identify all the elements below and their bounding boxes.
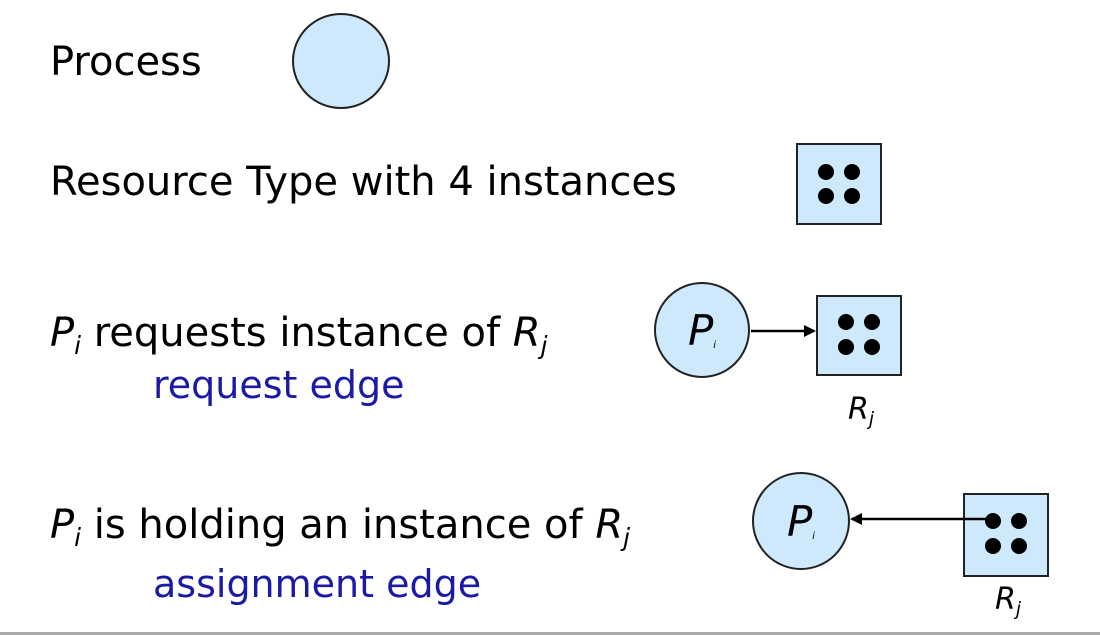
resource-var: R — [595, 502, 624, 548]
instance-dot — [985, 513, 1001, 529]
request-edge-caption: request edge — [153, 363, 405, 407]
instance-dot — [864, 314, 880, 330]
process-subscript: i — [74, 330, 82, 360]
request-edge-label: Pi requests instance of Rj — [50, 310, 547, 358]
process-circle-icon — [292, 13, 390, 109]
resource-square-icon — [796, 143, 882, 225]
request-process-node: Pi — [654, 282, 750, 378]
instance-dot — [844, 188, 860, 204]
resource-subscript: j — [540, 330, 548, 360]
node-var: P — [786, 496, 813, 546]
process-subscript: i — [74, 522, 82, 552]
instance-dot — [1011, 538, 1027, 554]
res-var: R — [848, 392, 869, 427]
res-var: R — [995, 582, 1016, 617]
request-resource-node — [816, 295, 902, 376]
assignment-edge-label: Pi is holding an instance of Rj — [50, 502, 630, 550]
res-subscript: j — [1015, 598, 1022, 620]
resource-var: R — [512, 310, 541, 356]
bottom-divider — [0, 632, 1100, 635]
resource-subscript: j — [623, 522, 630, 552]
instance-dot — [864, 339, 880, 355]
node-subscript: i — [713, 339, 717, 351]
instance-dot — [818, 188, 834, 204]
instance-dot — [838, 339, 854, 355]
process-label: Process — [50, 39, 202, 85]
request-resource-label: Rj — [848, 392, 874, 429]
instance-dot — [1011, 513, 1027, 529]
resource-type-label: Resource Type with 4 instances — [50, 159, 677, 205]
instance-dot — [838, 314, 854, 330]
instance-dot — [818, 164, 834, 180]
assignment-process-node: Pi — [752, 472, 850, 570]
process-var: P — [50, 502, 75, 548]
node-var: P — [687, 305, 714, 355]
assignment-resource-label: Rj — [995, 582, 1021, 619]
request-text: requests instance of — [81, 310, 513, 356]
node-subscript: i — [812, 530, 816, 542]
process-var: P — [50, 310, 75, 356]
holding-text: is holding an instance of — [81, 502, 596, 548]
assignment-resource-node — [963, 493, 1049, 577]
assignment-edge-caption: assignment edge — [153, 562, 482, 606]
instance-dot — [844, 164, 860, 180]
res-subscript: j — [868, 408, 875, 430]
instance-dot — [985, 538, 1001, 554]
